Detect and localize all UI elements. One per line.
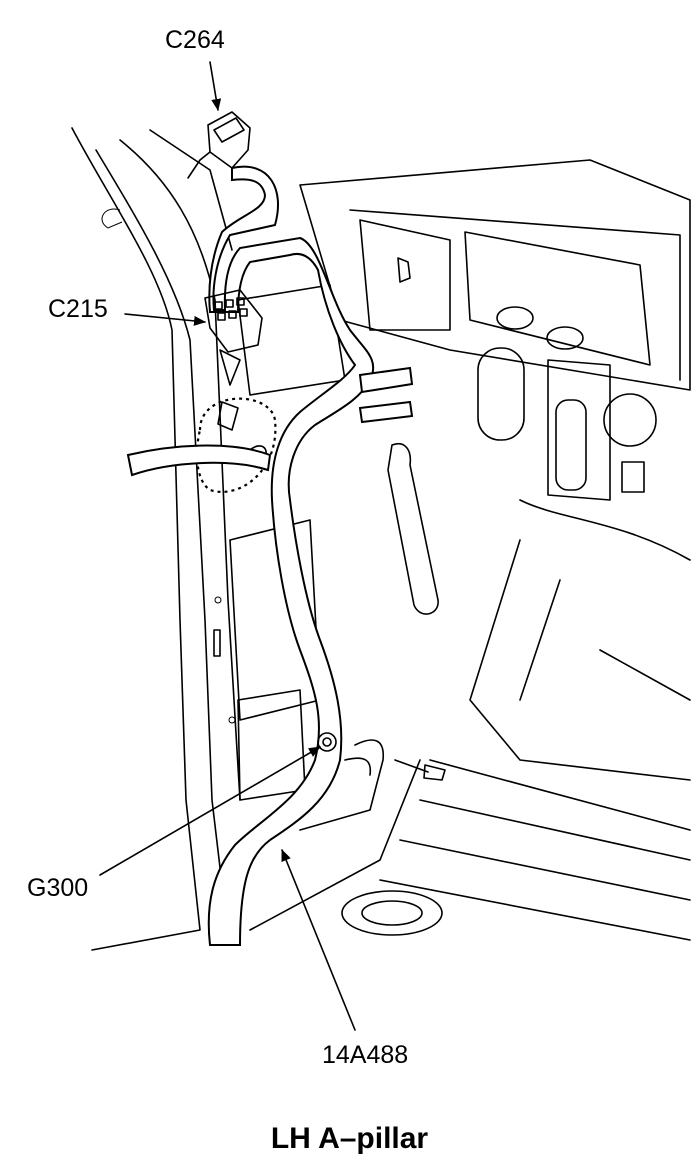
leader-arrows — [99, 61, 356, 1031]
c264-label: C264 — [165, 26, 225, 54]
c215-connector — [204, 289, 263, 353]
a-pillar-outline — [71, 127, 241, 951]
g300-arrow — [99, 746, 321, 876]
g300-label: G300 — [27, 874, 89, 902]
c215-arrow — [124, 313, 206, 326]
harness-arrow — [281, 849, 356, 1031]
wiring-harness — [126, 165, 446, 946]
c264-connector — [187, 111, 251, 179]
c215-label: C215 — [48, 295, 108, 323]
harness-label: 14A488 — [322, 1041, 409, 1069]
diagram-caption: LH A–pillar — [270, 1122, 429, 1155]
c264-arrow — [209, 61, 222, 111]
